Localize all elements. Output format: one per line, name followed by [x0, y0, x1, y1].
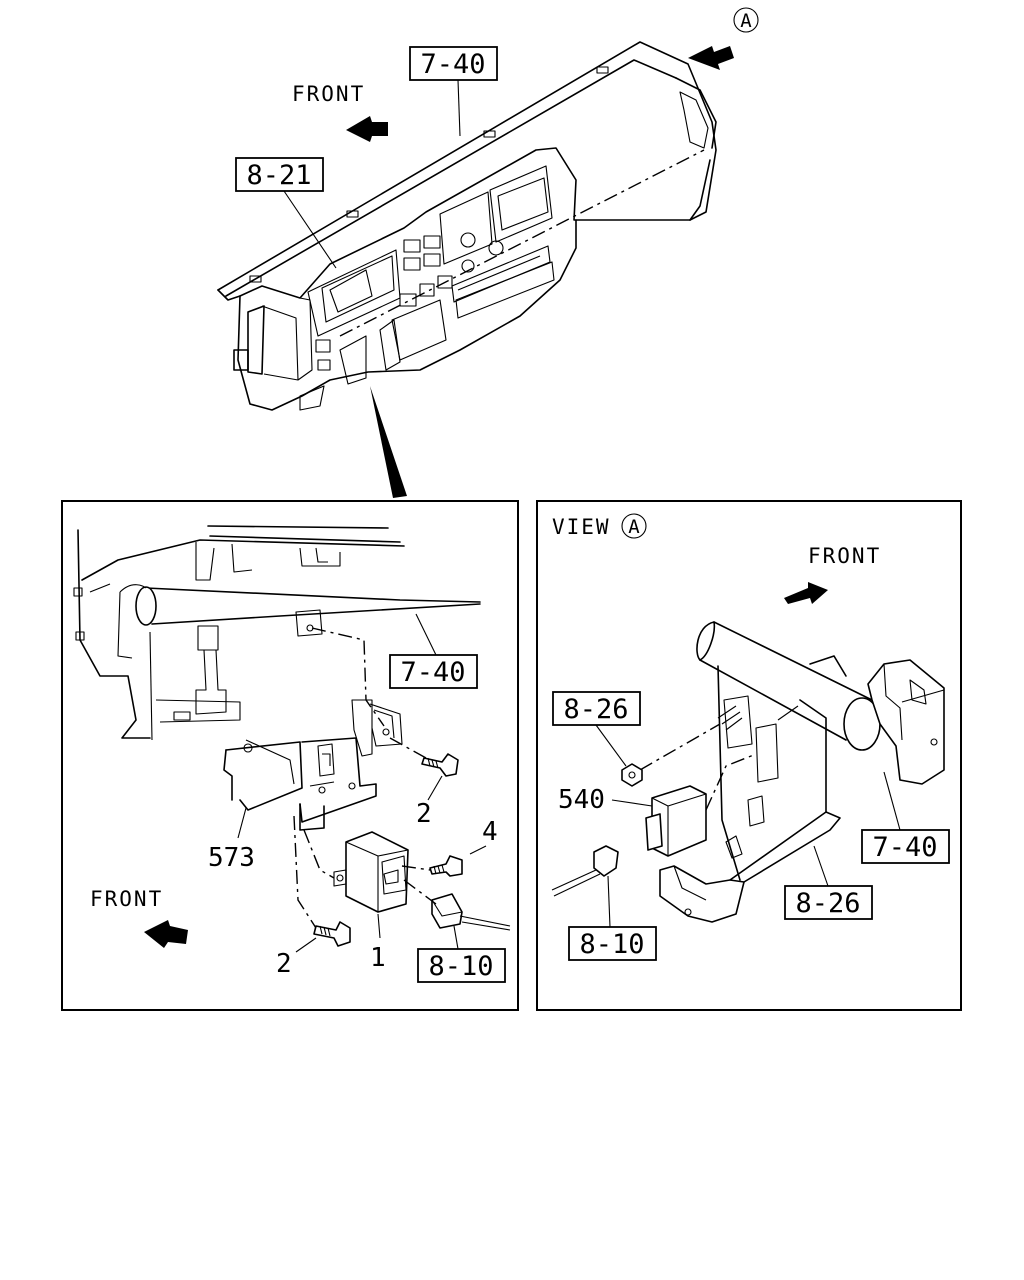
right-view-drawing: [551, 621, 945, 923]
svg-text:8-10: 8-10: [579, 929, 644, 960]
front-arrow-left: [144, 920, 188, 948]
ref-right-7-40: 7-40: [861, 829, 950, 864]
part-label-4: 4: [482, 817, 498, 847]
svg-text:8-26: 8-26: [795, 888, 860, 919]
part-label-540: 540: [558, 785, 605, 815]
svg-text:7-40: 7-40: [420, 49, 485, 80]
part-label-1: 1: [370, 943, 386, 973]
part-label-2-upper: 2: [416, 799, 432, 829]
front-label-top: FRONT: [292, 82, 365, 106]
view-a-arrow: A: [688, 7, 759, 70]
part-label-573: 573: [208, 843, 255, 873]
right-detail-panel: [536, 500, 962, 1011]
ref-top-7-40: 7-40: [409, 46, 498, 81]
svg-text:8-10: 8-10: [428, 951, 493, 982]
svg-text:7-40: 7-40: [400, 657, 465, 688]
view-label: VIEW: [552, 515, 611, 539]
svg-text:7-40: 7-40: [872, 832, 937, 863]
left-detail-drawing: [73, 525, 511, 947]
view-a-marker: A: [628, 516, 640, 538]
instrument-panel-assembly: [217, 41, 717, 411]
svg-text:8-26: 8-26: [563, 694, 628, 725]
ref-top-8-21: 8-21: [235, 157, 324, 192]
part-label-2-lower: 2: [276, 949, 292, 979]
ref-right-8-26-upper: 8-26: [552, 691, 641, 726]
ref-left-7-40: 7-40: [389, 654, 478, 689]
detail-pointer: [370, 386, 407, 498]
ref-right-8-26-lower: 8-26: [784, 885, 873, 920]
svg-text:8-21: 8-21: [246, 160, 311, 191]
front-label-right: FRONT: [808, 544, 881, 568]
front-arrow-top: [346, 116, 388, 142]
top-a-marker: A: [740, 10, 752, 32]
left-detail-panel: [61, 500, 519, 1011]
front-label-left: FRONT: [90, 887, 163, 911]
ref-right-8-10: 8-10: [568, 926, 657, 961]
ref-left-8-10: 8-10: [417, 948, 506, 983]
front-arrow-right: [784, 582, 828, 604]
